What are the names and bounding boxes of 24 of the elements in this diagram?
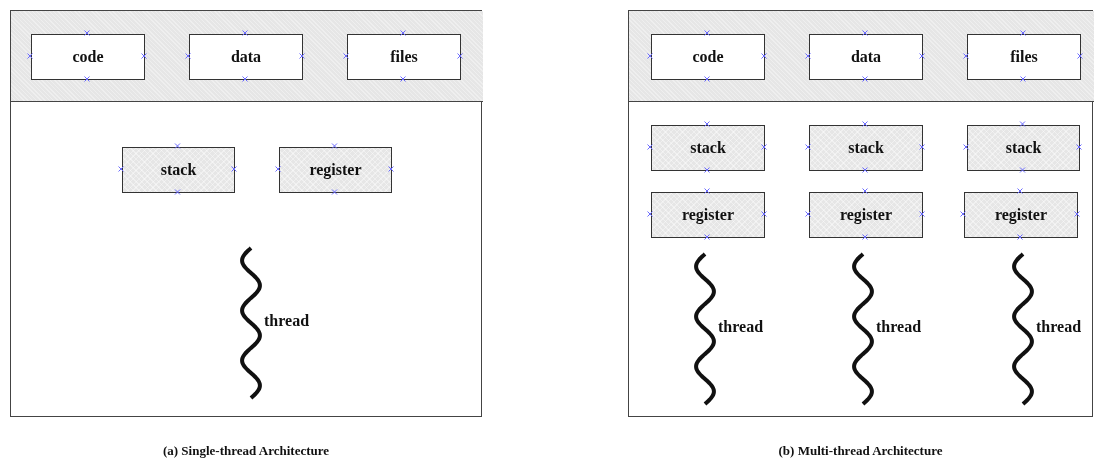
shared-resources-band: [11, 11, 483, 102]
resource-box: code: [31, 34, 145, 80]
thread-resource-box: register: [279, 147, 392, 193]
panel-frame: [10, 10, 482, 417]
resource-box: data: [809, 34, 923, 80]
shared-resources-band: [629, 11, 1094, 102]
thread-label: thread: [876, 317, 922, 336]
panel-frame: [628, 10, 1093, 417]
thread-resource-box: stack: [651, 125, 765, 171]
resource-box: code: [651, 34, 765, 80]
panel-caption: (b) Multi-thread Architecture: [778, 443, 943, 459]
thread-label: thread: [1036, 317, 1082, 336]
resource-box: data: [189, 34, 303, 80]
thread-resource-box: register: [651, 192, 765, 238]
panel-caption: (a) Single-thread Architecture: [162, 443, 330, 459]
thread-label: thread: [718, 317, 764, 336]
thread-resource-box: stack: [122, 147, 235, 193]
resource-box: files: [967, 34, 1081, 80]
thread-label: thread: [264, 311, 310, 330]
resource-box: files: [347, 34, 461, 80]
thread-resource-box: register: [964, 192, 1078, 238]
thread-resource-box: register: [809, 192, 923, 238]
thread-resource-box: stack: [967, 125, 1080, 171]
thread-resource-box: stack: [809, 125, 923, 171]
